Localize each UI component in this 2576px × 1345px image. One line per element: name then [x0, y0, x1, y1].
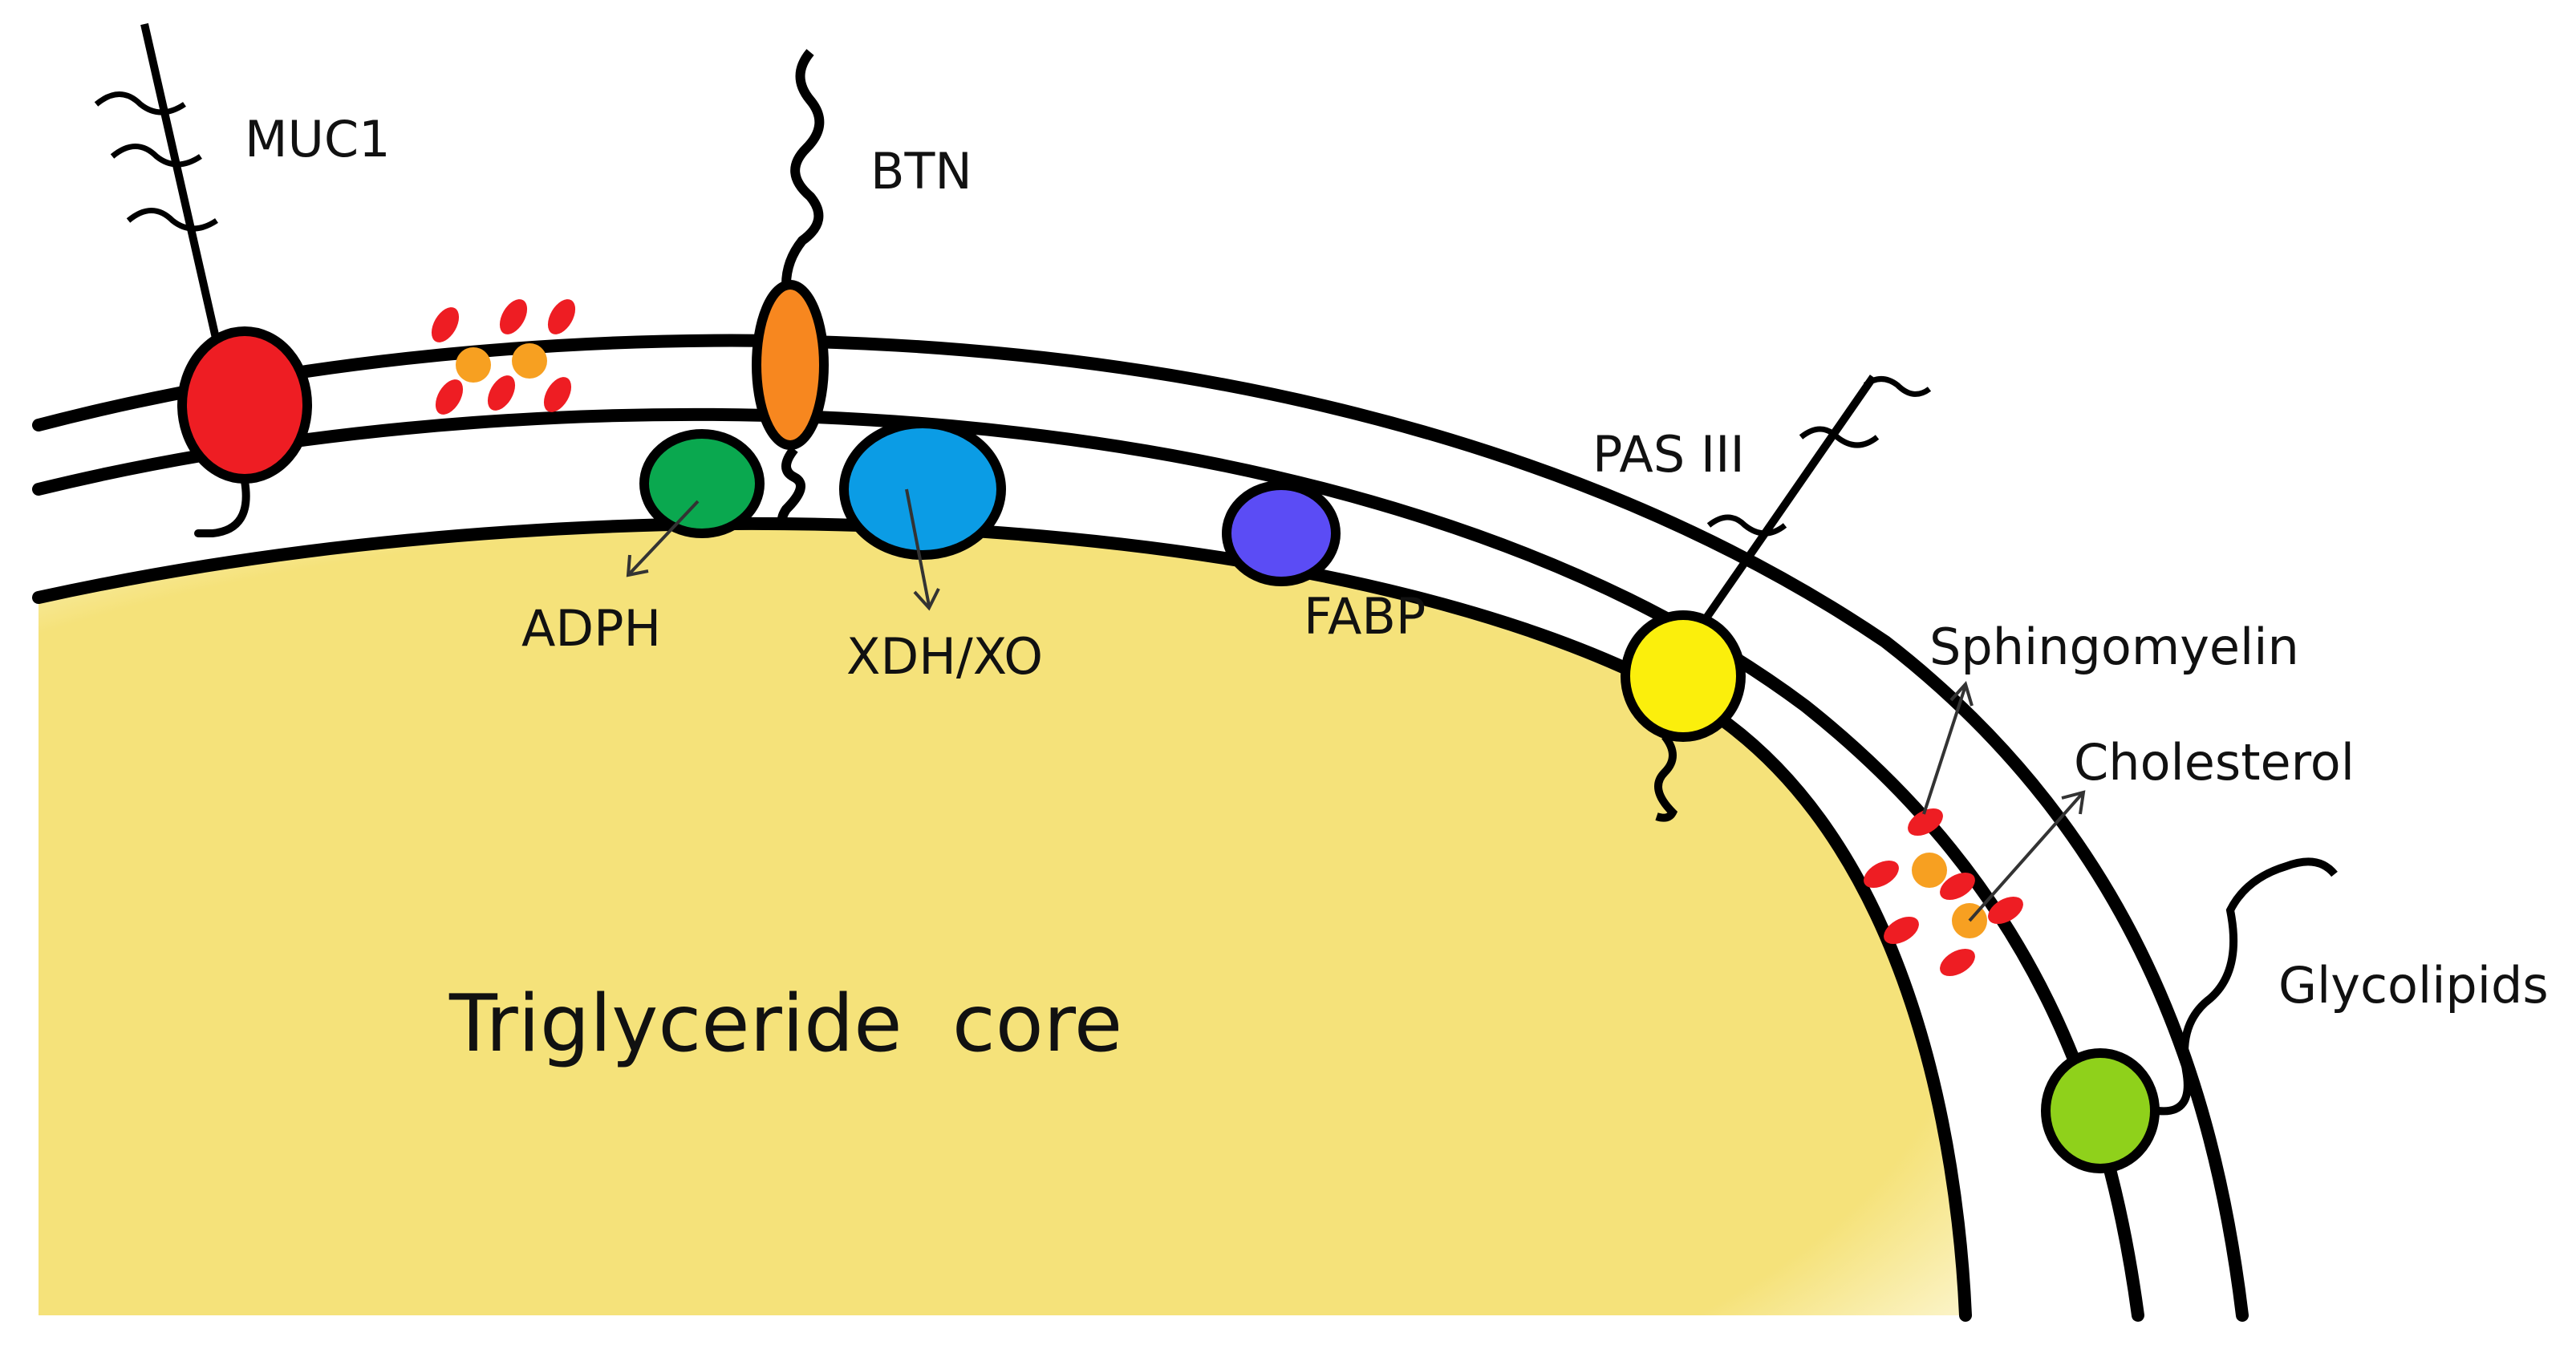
btn-protein	[752, 49, 829, 530]
cholesterol-label: Cholesterol	[2074, 733, 2355, 792]
glycolipid-circle	[2041, 1048, 2160, 1173]
btn-label: BTN	[870, 142, 972, 201]
muc1-protein	[94, 22, 312, 537]
pas3-circle	[1621, 610, 1746, 742]
xdh-xo-ellipse	[839, 419, 1006, 560]
glycolipid	[2041, 857, 2338, 1173]
sphingomyelin-mark	[543, 377, 572, 412]
sphingomyelin-mark	[547, 299, 576, 334]
glycolipids-label: Glycolipids	[2278, 956, 2549, 1015]
btn-ellipse	[752, 280, 829, 450]
sphingomyelin-mark	[431, 307, 460, 342]
sphingomyelin-mark	[1988, 896, 2023, 925]
lipid-raft-2	[1864, 808, 2023, 977]
adph-protein	[626, 429, 765, 577]
sphingomyelin-label: Sphingomyelin	[1929, 618, 2299, 676]
sphingomyelin-mark	[435, 379, 464, 415]
sphingomyelin-arrow	[1922, 685, 1967, 815]
pas3-protein	[1621, 375, 1932, 822]
sphingomyelin-mark	[1864, 860, 1899, 889]
sphingomyelin-mark	[487, 375, 516, 411]
fabp-protein	[1222, 480, 1341, 586]
adph-label: ADPH	[521, 599, 661, 658]
sphingomyelin-mark	[1884, 916, 1919, 945]
membrane-inner-line	[32, 517, 1972, 1322]
membrane-outer-line	[32, 334, 2249, 1322]
core-label: Triglyceride core	[448, 978, 1122, 1070]
fabp-label: FABP	[1304, 587, 1426, 646]
cholesterol-arrow	[1968, 792, 2083, 922]
pointer-arrows	[1922, 681, 2086, 922]
cholesterol-mark	[456, 347, 491, 383]
sphingomyelin-mark	[1908, 808, 1943, 837]
membrane	[32, 334, 2249, 1322]
sphingomyelin-mark	[1940, 872, 1975, 901]
muc1-circle	[177, 326, 312, 484]
membrane-middle-line	[32, 407, 2144, 1322]
pas3-label: PAS III	[1592, 425, 1745, 484]
fabp-ellipse	[1222, 480, 1341, 586]
muc1-label: MUC1	[245, 110, 391, 168]
lipid-raft-1	[431, 299, 576, 415]
sphingomyelin-mark	[499, 299, 528, 334]
cholesterol-mark	[1912, 853, 1947, 888]
cholesterol-mark	[512, 343, 547, 379]
xdh-xo-label: XDH/XO	[846, 627, 1043, 686]
sphingomyelin-mark	[1940, 948, 1975, 977]
triglyceride-core	[39, 523, 1965, 1315]
adph-ellipse	[639, 429, 765, 538]
xdh-xo-protein	[839, 419, 1006, 611]
